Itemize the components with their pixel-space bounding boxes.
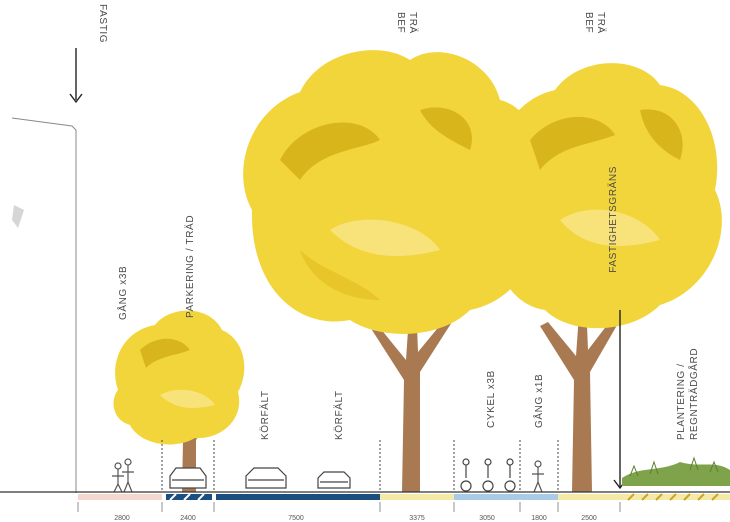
dim-tree-zone-2: 2500 — [581, 515, 597, 522]
dim-cykel: 3050 — [479, 515, 495, 522]
dim-tree-zone: 3375 — [409, 515, 425, 522]
dim-gang-1: 1800 — [531, 515, 547, 522]
car-icon — [245, 467, 287, 489]
planting-area — [622, 456, 730, 486]
tree-small — [113, 310, 245, 492]
dim-parkering: 2400 — [180, 515, 196, 522]
surface-strips — [78, 493, 730, 501]
korfalt-1-label: KÖRFÄLT — [259, 390, 271, 440]
dimension-ticks — [77, 502, 621, 512]
property-line: FASTIGHETSGRÄNS — [607, 166, 627, 490]
tree-right-large — [492, 63, 722, 492]
zone-separators — [161, 440, 559, 492]
dim-gang: 2800 — [114, 515, 130, 522]
pedestrian-icon — [532, 460, 544, 493]
car-icon — [169, 467, 207, 489]
building-outline — [11, 117, 77, 493]
cyclist-icon — [460, 458, 516, 492]
pedestrian-icon — [112, 458, 134, 493]
parkering-trad-label: PARKERING / TRÄD — [184, 215, 196, 318]
gang-18-label: GÅNG x1B — [532, 374, 545, 428]
dim-korfalt: 7500 — [288, 515, 304, 522]
facade-mark — [12, 205, 24, 228]
gang-38-label: GÅNG x3B — [116, 266, 129, 320]
fastig-label: FASTIG — [97, 4, 108, 43]
car-icon — [317, 471, 351, 489]
bef-label-2: BEF — [583, 12, 594, 33]
tree-left-large — [243, 50, 540, 492]
plantering-label-2: REGNTRÄDGÅRD — [687, 348, 700, 440]
tra-label-2: TRÄ — [595, 12, 607, 34]
fastighetsgrans-label: FASTIGHETSGRÄNS — [607, 166, 619, 273]
korfalt-2-label: KÖRFÄLT — [333, 390, 345, 440]
cykel-38-label: CYKEL x3B — [486, 370, 497, 428]
plantering-label-1: PLANTERING / — [676, 363, 687, 440]
tra-label-1: TRÄ — [407, 12, 419, 34]
bef-label-1: BEF — [395, 12, 406, 33]
fastig-marker: FASTIG — [69, 4, 108, 104]
